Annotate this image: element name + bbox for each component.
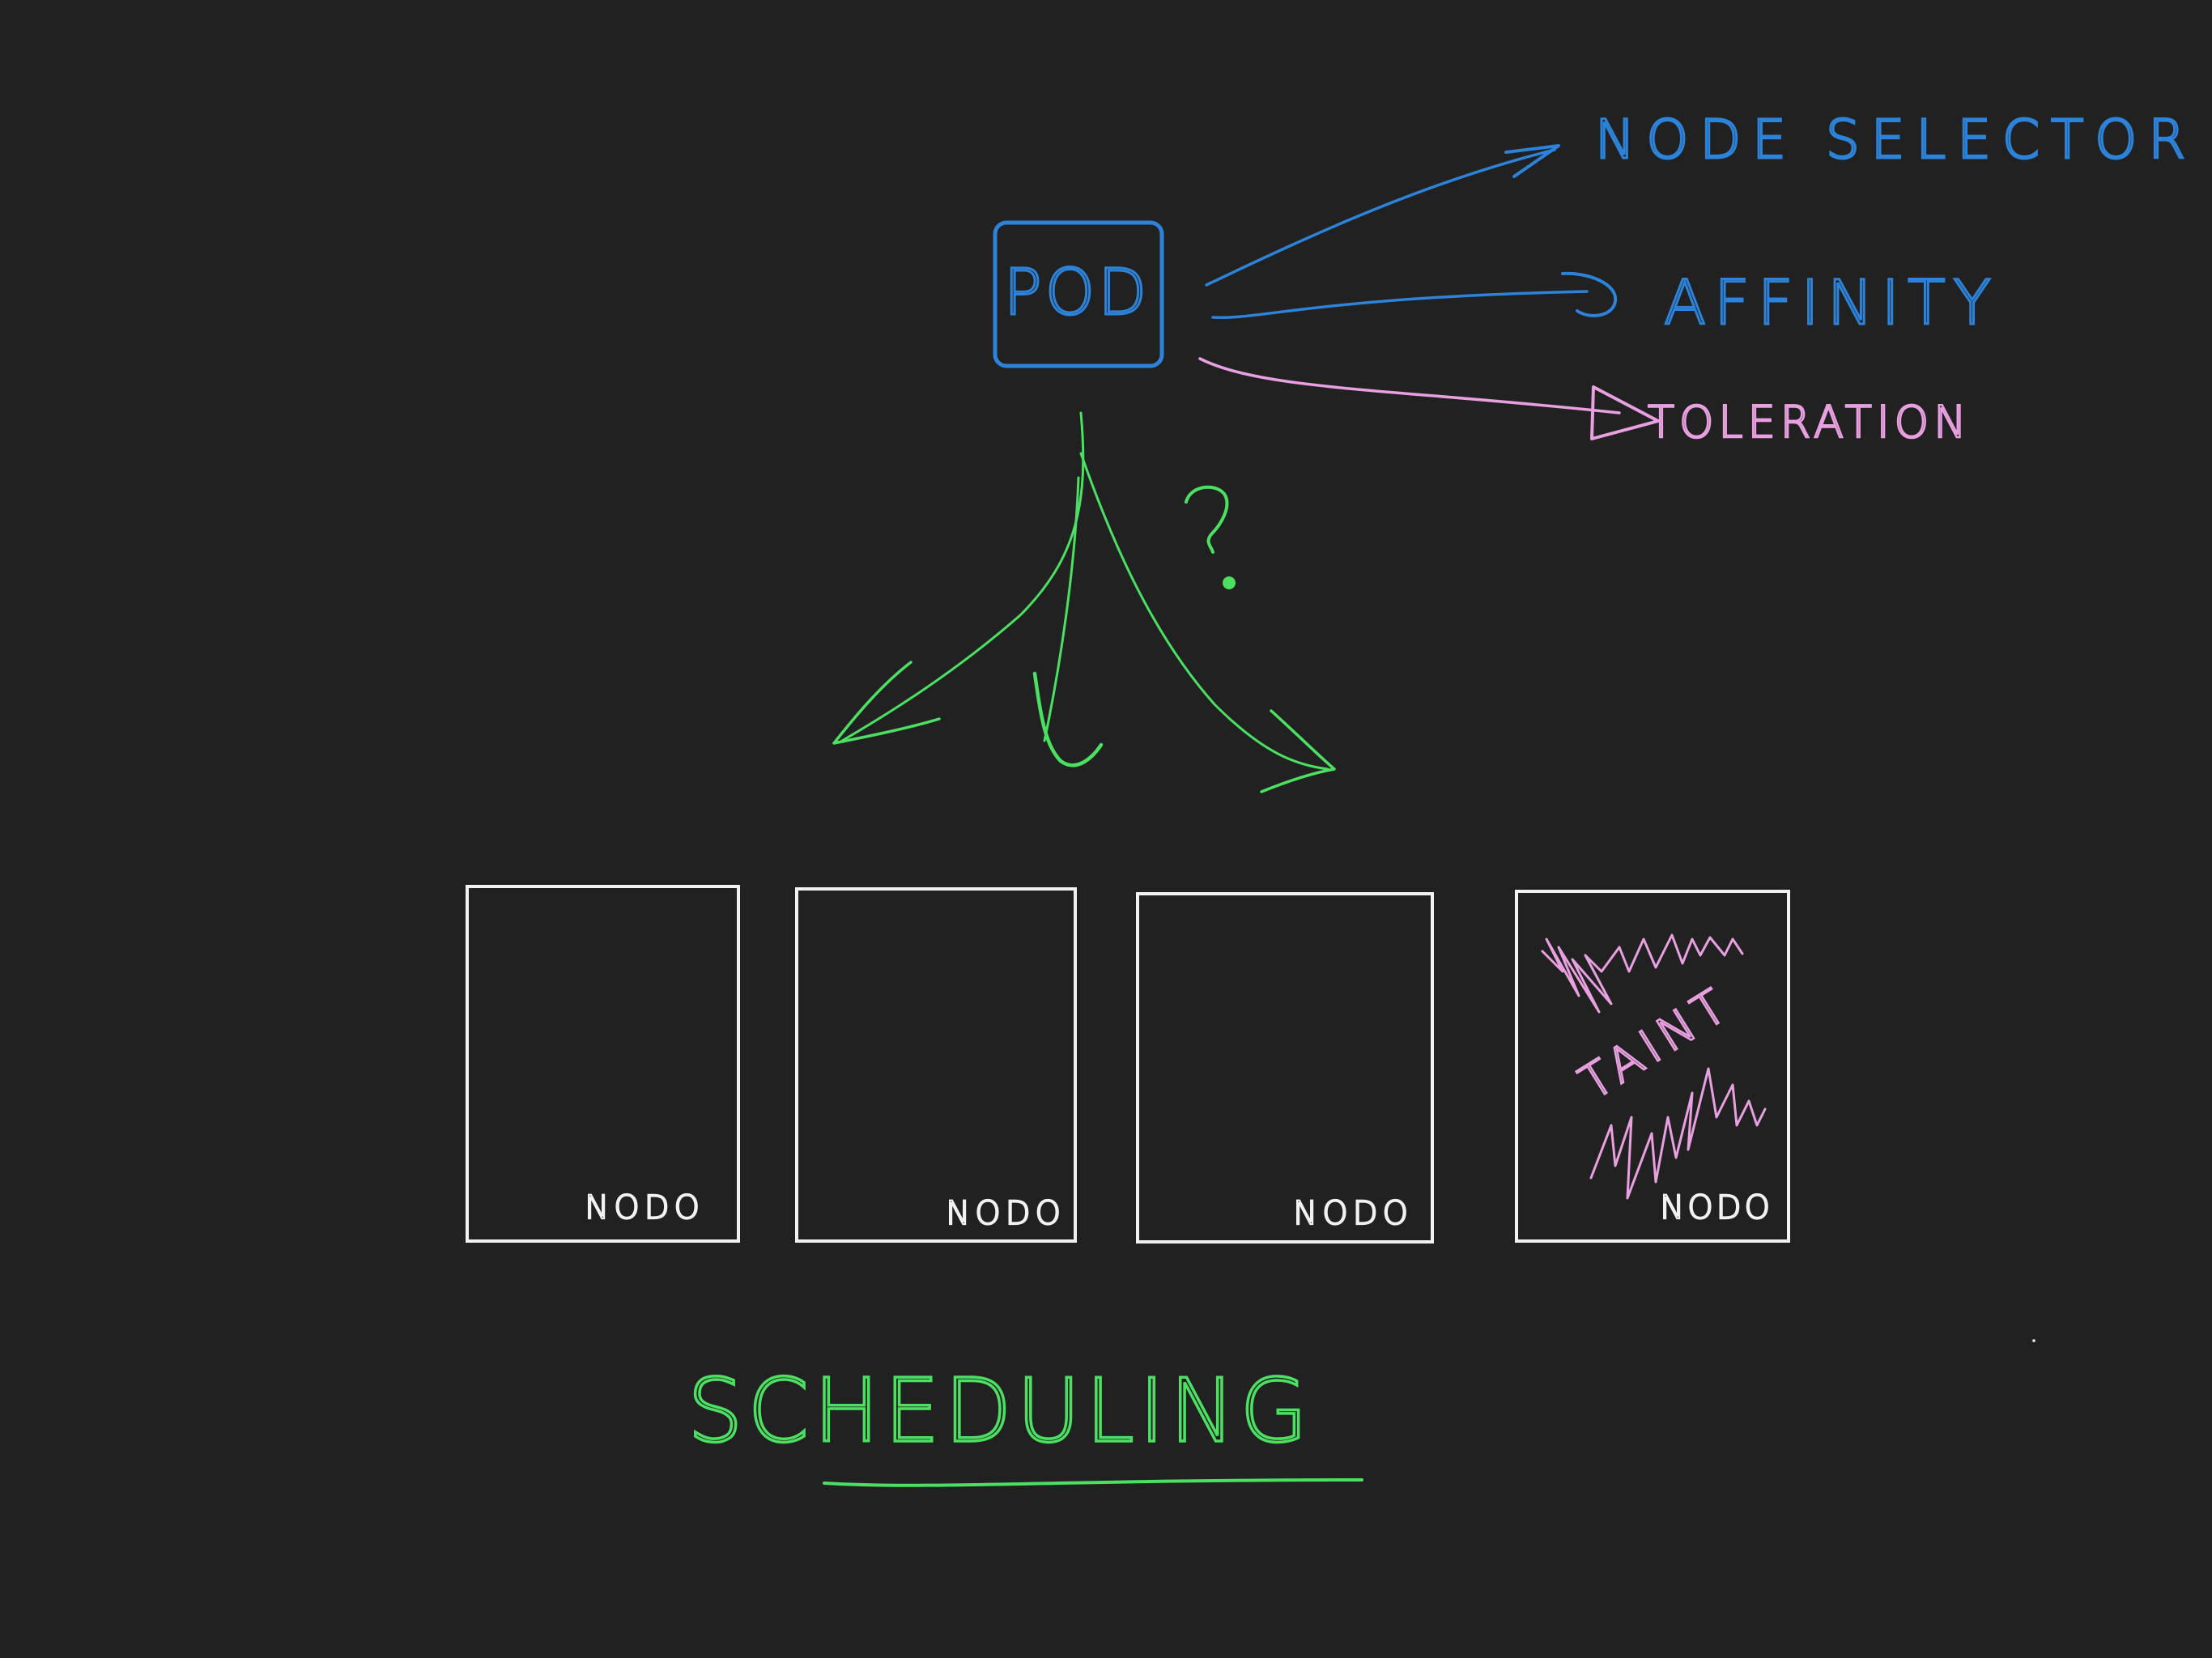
node-box-2: NODO xyxy=(795,887,1077,1243)
title-scheduling: SCHEDULING xyxy=(687,1361,1312,1462)
arrow-to-node-1 xyxy=(840,411,1085,742)
node-label-4: NODO xyxy=(1660,1189,1773,1226)
question-mark xyxy=(1185,485,1236,589)
taint-scribble-bottom xyxy=(1589,1067,1767,1200)
option-toleration: TOLERATION xyxy=(1648,397,1972,448)
stray-dot xyxy=(2032,1339,2035,1342)
scheduling-arrows xyxy=(832,411,1336,793)
arrow-toleration xyxy=(1198,357,1660,440)
pod-label: POD xyxy=(1004,257,1151,329)
node-label-3: NODO xyxy=(1293,1195,1413,1232)
node-box-4-tainted: TAINT NODO xyxy=(1515,890,1790,1243)
arrow-to-node-2 xyxy=(1043,476,1080,742)
title-underline xyxy=(823,1478,1363,1487)
node-box-1: NODO xyxy=(466,885,740,1243)
arrow-node-selector xyxy=(1205,144,1560,287)
pod-box xyxy=(993,220,1164,368)
pod-node: POD xyxy=(993,220,1164,368)
taint-label: TAINT xyxy=(1570,976,1741,1111)
node-box-3: NODO xyxy=(1136,892,1434,1244)
taint-scribble-top xyxy=(1541,933,1744,1014)
arrow-to-node-3 xyxy=(1079,452,1329,771)
option-node-selector: NODE SELECTOR xyxy=(1595,108,2197,171)
arrow-affinity xyxy=(1211,271,1618,319)
node-label-2: NODO xyxy=(946,1195,1066,1232)
option-affinity: AFFINITY xyxy=(1664,266,1999,338)
node-label-1: NODO xyxy=(585,1189,704,1226)
